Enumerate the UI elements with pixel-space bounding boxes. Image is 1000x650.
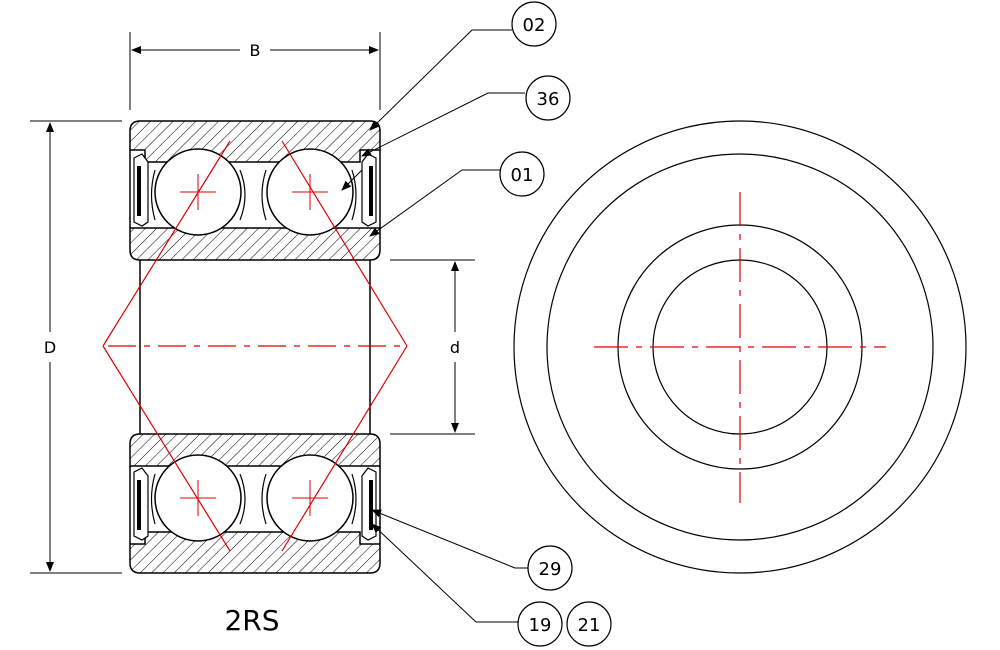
inner-ring-top (129, 227, 381, 261)
callout-36-label: 36 (537, 89, 560, 110)
callout-02-label: 02 (523, 15, 546, 36)
outer-diameter-circle (513, 120, 967, 574)
seal-right-bottom (361, 467, 377, 541)
callout-01-label: 01 (511, 165, 534, 186)
variant-caption: 2RS (224, 604, 279, 637)
cage-bottom (150, 473, 357, 525)
callout-19-label: 19 (529, 615, 552, 636)
callout-01: 01 (369, 151, 545, 237)
dimension-d-outer: D (30, 120, 122, 574)
contact-angle-lines (102, 140, 408, 552)
front-view (513, 120, 967, 574)
callout-21-label: 21 (578, 615, 601, 636)
seal-left-top (133, 153, 149, 227)
section-view (102, 120, 408, 574)
callout-02: 02 (369, 1, 557, 131)
outer-ring-inner-circle (546, 153, 934, 541)
dimension-d-bore-label: d (450, 338, 460, 357)
callout-29-label: 29 (539, 559, 562, 580)
dimension-d-outer-label: D (44, 338, 56, 357)
front-view-centrelines (594, 192, 886, 503)
callout-29: 29 (371, 509, 573, 591)
cage-top (150, 169, 357, 221)
outer-ring-top (129, 120, 381, 163)
dimension-d-bore: d (390, 259, 475, 435)
seal-left-bottom (133, 467, 149, 541)
outer-ring-bottom (129, 531, 381, 574)
dimension-b: B (129, 32, 381, 110)
callout-19-21: 19 21 (371, 523, 612, 647)
dimension-b-label: B (250, 41, 261, 60)
seal-right-top (361, 153, 377, 227)
callout-36: 36 (341, 75, 571, 191)
